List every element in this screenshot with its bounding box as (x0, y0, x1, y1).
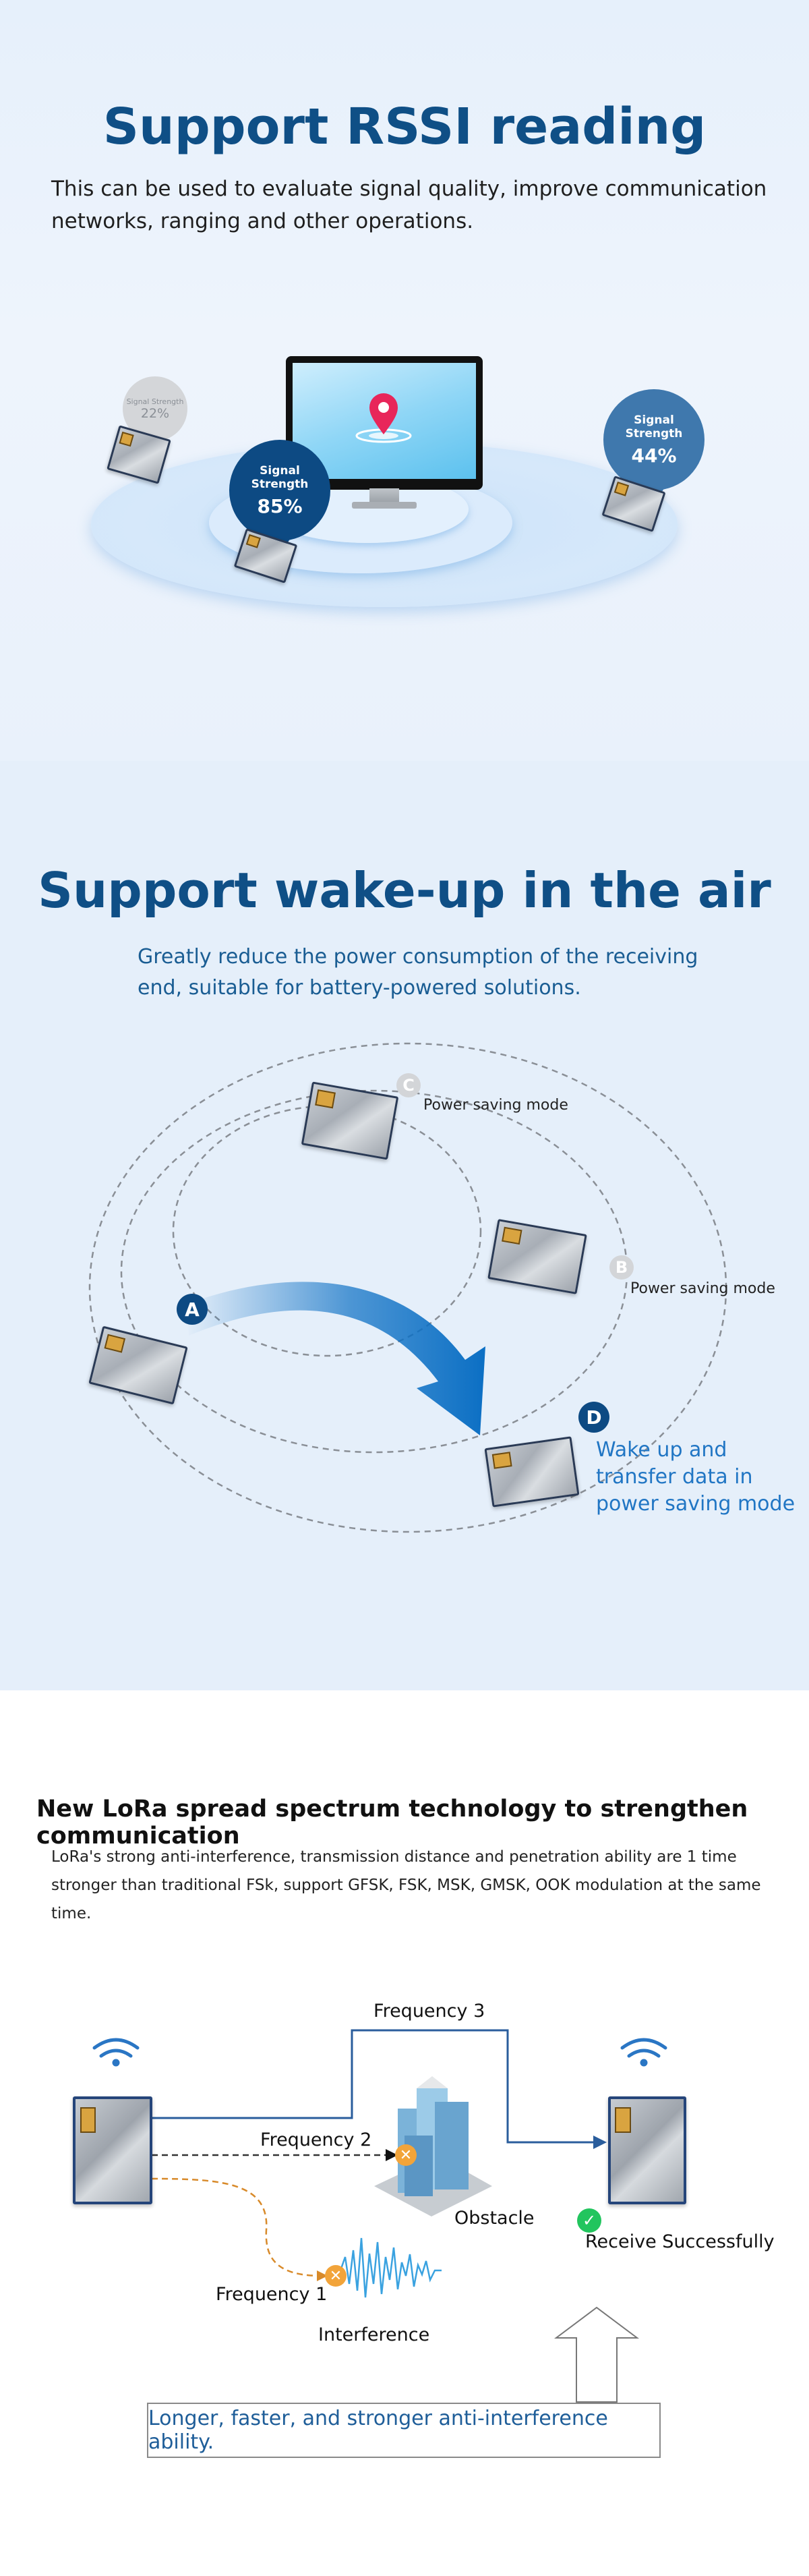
location-pin-icon (355, 393, 412, 443)
frequency-2-arrowhead (386, 2149, 398, 2161)
wakeup-description: Greatly reduce the power consumption of … (138, 945, 698, 1000)
wake-up-label: Wake up and transfer data in power savin… (596, 1438, 796, 1516)
interference-wave (339, 2237, 442, 2298)
blocked-x-icon: ✕ (395, 2144, 417, 2166)
signal-value: 44% (631, 444, 677, 467)
node-b-badge: B (609, 1255, 634, 1280)
signal-value: 85% (257, 494, 303, 517)
obstacle-label: Obstacle (454, 2208, 535, 2229)
signal-label: Signal Strength (126, 397, 184, 406)
signal-label: Signal Strength (251, 463, 309, 491)
frequency-1-label: Frequency 1 (216, 2284, 328, 2305)
signal-pin-44: Signal Strength 44% (603, 389, 705, 505)
building-obstacle-icon (374, 2076, 492, 2216)
node-a-badge: A (177, 1294, 208, 1325)
rssi-section: Support RSSI reading This can be used to… (0, 0, 809, 761)
node-c-badge: C (396, 1073, 421, 1097)
wifi-icon (92, 2038, 140, 2067)
lora-title: New LoRa spread spectrum technology to s… (36, 1796, 748, 1850)
frequency-3-label: Frequency 3 (373, 2001, 485, 2022)
signal-value: 22% (140, 405, 170, 421)
module-d-chip (484, 1436, 580, 1508)
power-saving-label-b: Power saving mode (630, 1280, 775, 1297)
monitor-neck (369, 488, 399, 503)
wakeup-section: Support wake-up in the air Greatly reduc… (0, 761, 809, 1690)
orbit-inner (172, 1105, 482, 1357)
receiver-module (608, 2096, 686, 2204)
frequency-3-arrowhead (593, 2136, 607, 2149)
wifi-icon (620, 2038, 667, 2067)
rssi-title: Support RSSI reading (102, 98, 707, 156)
node-d-badge: D (578, 1402, 609, 1433)
interference-label: Interference (318, 2324, 430, 2345)
signal-pin-85: Signal Strength 85% (229, 440, 330, 556)
wakeup-title: Support wake-up in the air (38, 862, 771, 919)
receive-successfully-label: Receive Successfully (585, 2231, 775, 2252)
blocked-x-icon: ✕ (325, 2265, 347, 2287)
receive-up-arrow (554, 2306, 639, 2403)
transmitter-module (73, 2096, 152, 2204)
lora-description: LoRa's strong anti-interference, transmi… (51, 1848, 761, 1922)
signal-label: Signal Strength (625, 413, 683, 440)
monitor-stand (352, 502, 417, 509)
power-saving-label-c: Power saving mode (423, 1097, 568, 1114)
wake-arrow (185, 1282, 485, 1435)
lora-section: New LoRa spread spectrum technology to s… (0, 1690, 809, 2576)
orbit-diagram (88, 1042, 727, 1533)
anti-interference-banner: Longer, faster, and stronger anti-interf… (147, 2403, 661, 2458)
rssi-description: This can be used to evaluate signal qual… (51, 177, 767, 233)
frequency-1-arrowhead (317, 2270, 328, 2281)
success-check-icon: ✓ (577, 2208, 601, 2233)
orbit-outer (88, 1042, 727, 1533)
frequency-2-label: Frequency 2 (260, 2129, 372, 2150)
frequency-3-path (152, 2029, 593, 2144)
frequency-1-path (151, 2177, 318, 2277)
